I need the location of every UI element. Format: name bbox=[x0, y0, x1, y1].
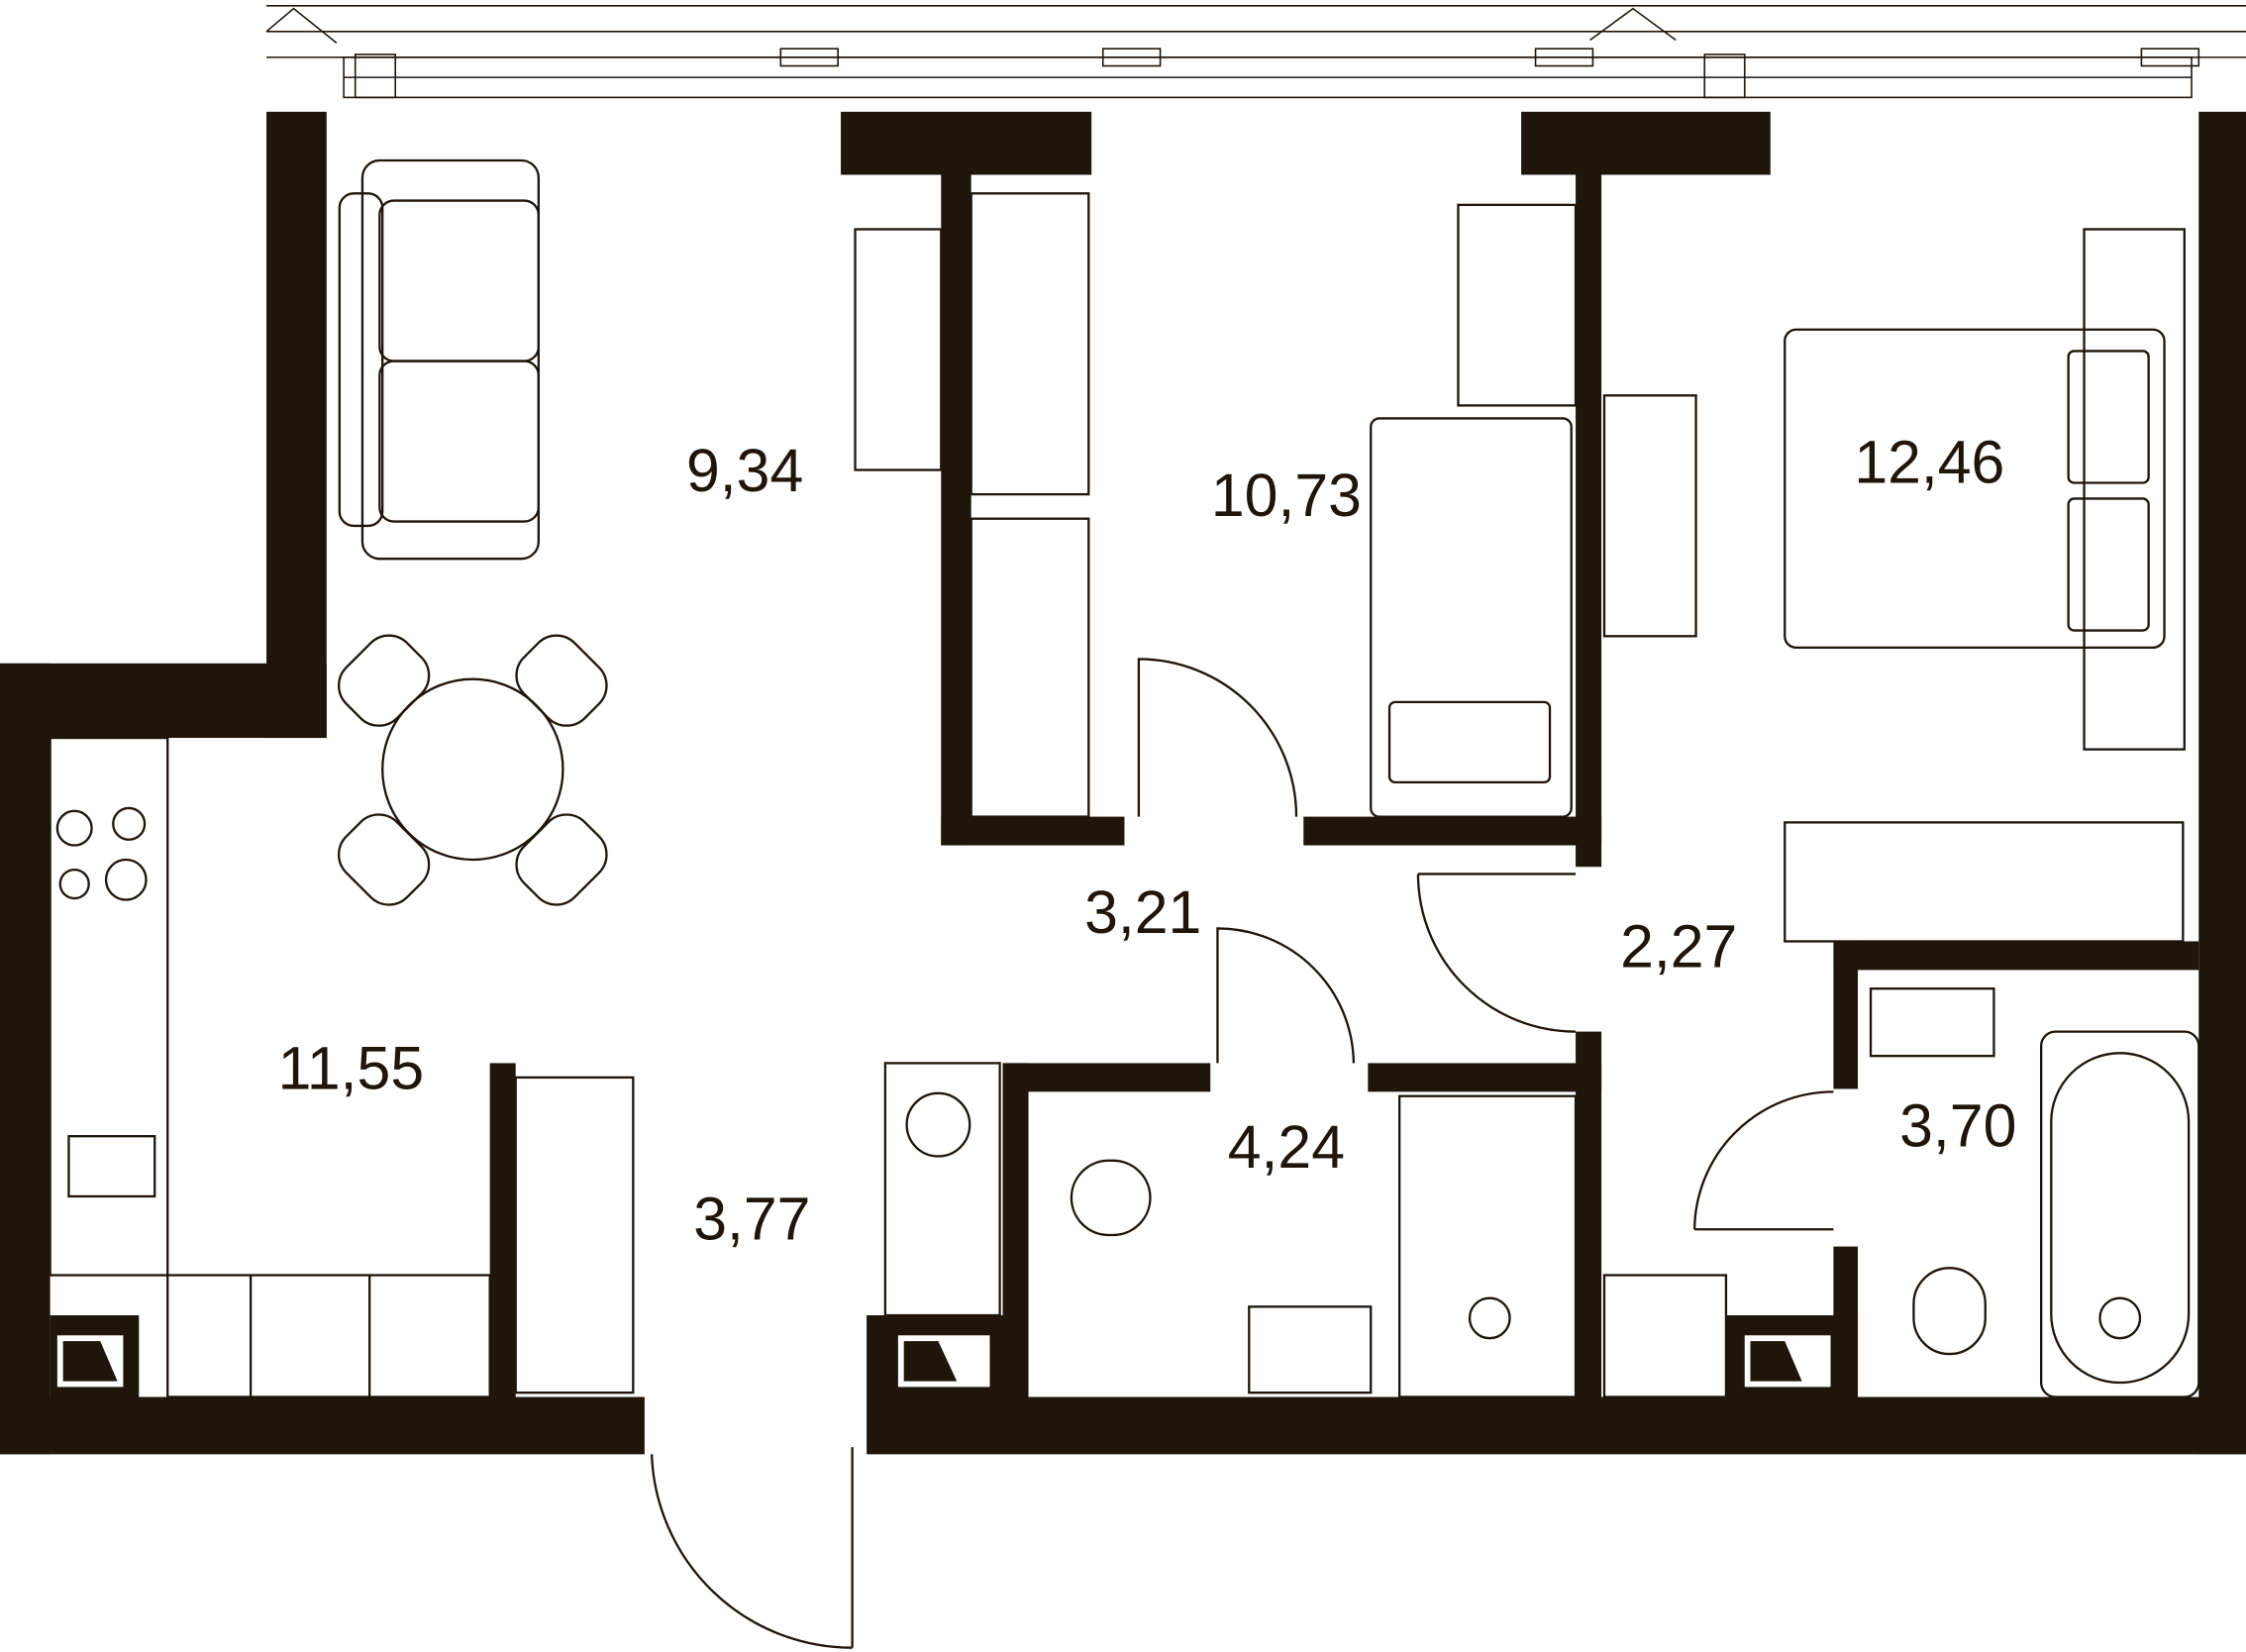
room-area-kitchen: 11,55 bbox=[278, 1034, 425, 1101]
room-area-bedroom-master: 12,46 bbox=[1854, 429, 2004, 496]
doors bbox=[650, 658, 1834, 1649]
room-area-corridor: 2,27 bbox=[1620, 912, 1737, 980]
room-area-entrance: 3,77 bbox=[693, 1185, 810, 1252]
walls bbox=[0, 111, 2246, 1455]
area-labels: 9,34 10,73 12,46 3,21 2,27 11,55 3,77 4,… bbox=[278, 429, 2017, 1253]
room-area-hall: 3,21 bbox=[1084, 878, 1201, 946]
room-area-bathroom-1: 4,24 bbox=[1228, 1113, 1345, 1181]
room-area-living: 9,34 bbox=[686, 437, 803, 504]
room-area-bathroom-2: 3,70 bbox=[1899, 1091, 2016, 1159]
facade-strip bbox=[265, 4, 2246, 99]
room-area-bedroom-small: 10,73 bbox=[1211, 462, 1362, 529]
furniture bbox=[49, 158, 2200, 1398]
